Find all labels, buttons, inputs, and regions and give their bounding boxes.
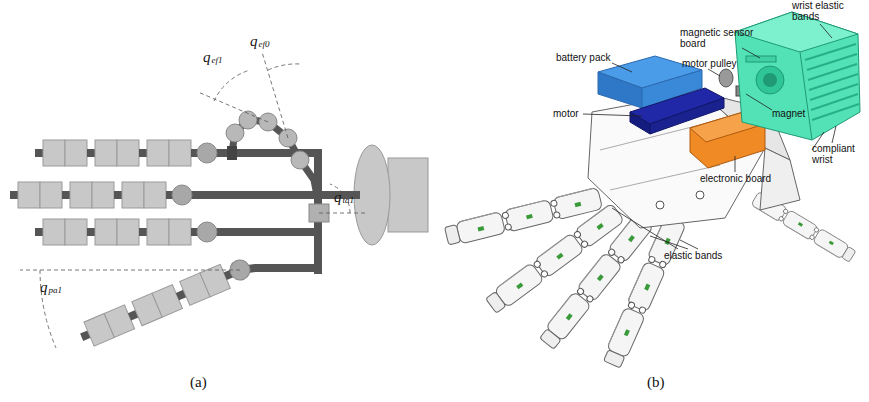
panel-label: (a) — [190, 374, 220, 391]
thumb-tip — [227, 146, 237, 160]
cad-rendering — [444, 12, 860, 369]
palm-bar — [182, 191, 360, 199]
part-label: battery pack — [556, 52, 626, 63]
angle-reference — [20, 52, 365, 348]
leader-line — [708, 69, 720, 76]
joint-angle-label: qef0 — [250, 34, 290, 50]
finger-chain — [10, 182, 192, 208]
leader-line — [820, 24, 832, 38]
angle-arc — [214, 70, 250, 101]
part-label: electronic board — [700, 173, 790, 184]
wrist-hole-inner — [763, 73, 777, 87]
panel-label: (b) — [647, 374, 677, 391]
cad-pin — [696, 191, 704, 199]
palm-bar — [207, 228, 322, 236]
leader-line — [742, 48, 760, 58]
part-label: motor pulley — [682, 58, 752, 69]
reference-line — [20, 270, 240, 271]
magnetic-sensor-board — [746, 56, 776, 62]
cad-edge — [800, 52, 812, 140]
reference-line — [198, 92, 268, 122]
palm-bar — [240, 268, 322, 270]
part-label: magnetic sensor board — [680, 27, 764, 49]
leader-lines — [583, 24, 836, 249]
thumb-chain — [232, 120, 319, 206]
part-label: wrist elastic bands — [792, 0, 850, 22]
leader-line — [746, 94, 772, 110]
kinematic-schematic — [10, 52, 428, 349]
part-label: magnet — [772, 108, 817, 119]
finger-chain — [35, 140, 217, 166]
leader-line — [583, 114, 642, 116]
leader-line — [680, 240, 698, 249]
thumb-joint — [226, 124, 244, 142]
joint-angle-label: qta1 — [334, 190, 374, 206]
part-label: elastic bands — [664, 250, 744, 261]
cad-pin — [656, 201, 664, 209]
thumb-joint — [291, 151, 309, 169]
reference-line — [319, 213, 365, 214]
battery-pack-side — [598, 72, 642, 108]
leader-line — [612, 63, 632, 72]
leader-line — [735, 156, 736, 172]
leader-line — [832, 126, 836, 143]
elastic-ridge — [809, 74, 858, 90]
finger-chain — [35, 219, 217, 245]
wrist-hole — [756, 66, 784, 94]
motor-pulley — [719, 69, 733, 87]
joint-angle-label: qpa1 — [40, 280, 80, 296]
part-label: motor — [553, 108, 593, 119]
forearm-block — [388, 158, 428, 232]
finger-chain — [77, 254, 255, 349]
angle-arc — [268, 64, 300, 70]
elastic-ridge — [810, 84, 858, 100]
joint-angle-label: qef1 — [203, 50, 243, 66]
cad-finger — [602, 216, 686, 369]
leader-line — [650, 236, 688, 249]
cad-finger — [444, 187, 603, 247]
elastic-ridge — [807, 54, 857, 70]
part-label: compliant wrist — [812, 143, 868, 165]
wrist-elastic-bands — [805, 44, 859, 120]
leader-line — [612, 208, 678, 249]
compliant-wrist — [735, 12, 860, 140]
elastic-ridge — [812, 104, 859, 120]
